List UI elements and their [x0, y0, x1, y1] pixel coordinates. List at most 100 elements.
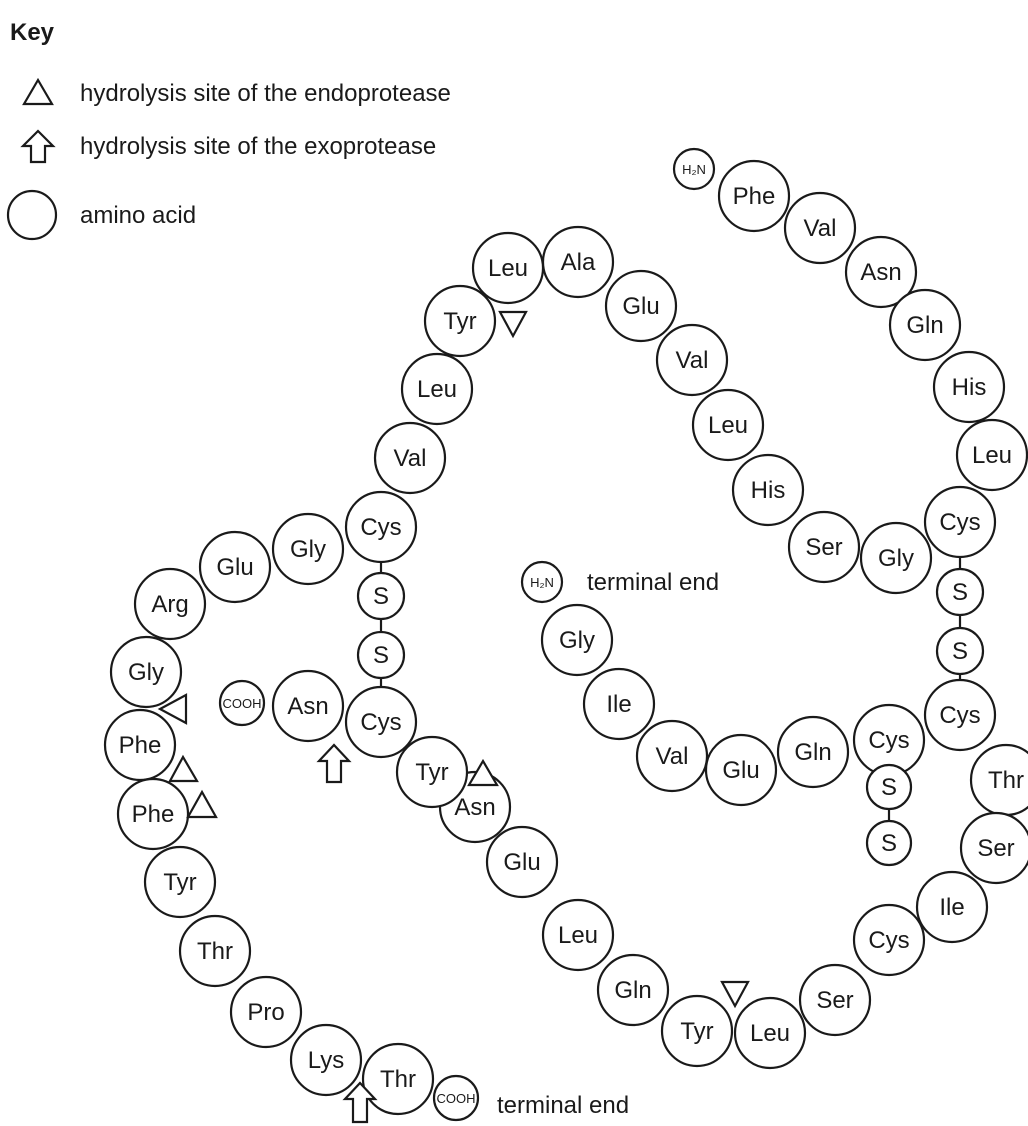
svg-text:Pro: Pro: [247, 999, 284, 1026]
svg-text:Gln: Gln: [794, 739, 831, 766]
endoprotease-sites: [157, 310, 750, 1009]
chain-a: H₂N terminal end Gly Ile Val Glu Gln Cys…: [218, 560, 1028, 1070]
amino-acid: Glu: [198, 530, 272, 604]
endoprotease-site-icon: [498, 310, 528, 339]
endoprotease-site-icon: [467, 758, 499, 787]
svg-text:Ser: Ser: [805, 534, 842, 561]
amino-acid: Gly: [540, 603, 614, 677]
chain-a-cooh-terminus: COOH: [218, 679, 266, 727]
svg-text:S: S: [373, 583, 389, 610]
amino-acid: Ser: [798, 963, 872, 1037]
svg-text:Thr: Thr: [380, 1066, 416, 1093]
svg-text:Cys: Cys: [939, 702, 980, 729]
svg-text:S: S: [952, 638, 968, 665]
exoprotease-arrow-icon: [20, 129, 56, 164]
svg-text:Cys: Cys: [939, 509, 980, 536]
svg-text:COOH: COOH: [223, 696, 262, 711]
amino-acid: Tyr: [423, 284, 497, 358]
svg-text:Thr: Thr: [988, 767, 1024, 794]
chain-b-cooh-terminus: COOH: [432, 1074, 480, 1122]
amino-acid: Gly: [271, 512, 345, 586]
amino-acid: His: [932, 350, 1006, 424]
svg-text:Tyr: Tyr: [163, 869, 196, 896]
amino-acid: Lys: [289, 1023, 363, 1097]
svg-text:Leu: Leu: [488, 255, 528, 282]
svg-text:Leu: Leu: [708, 412, 748, 439]
svg-text:Glu: Glu: [216, 554, 253, 581]
amino-acid: Cys: [923, 485, 997, 559]
amino-acid: Leu: [541, 898, 615, 972]
amino-acid: Leu: [471, 231, 545, 305]
amino-acid: Tyr: [395, 735, 469, 809]
amino-acid: Leu: [400, 352, 474, 426]
amino-acid: His: [731, 453, 805, 527]
svg-text:Phe: Phe: [132, 801, 175, 828]
svg-text:Val: Val: [804, 215, 837, 242]
svg-text:Ile: Ile: [606, 691, 631, 718]
sulfur-atom: S: [865, 763, 913, 811]
key-title: Key: [10, 19, 55, 46]
sulfur-atom: S: [865, 819, 913, 867]
amino-acid: Gln: [776, 715, 850, 789]
amino-acid: Glu: [704, 733, 778, 807]
amino-acid: Gln: [596, 953, 670, 1027]
endoprotease-site-icon: [186, 789, 218, 819]
svg-text:Gly: Gly: [290, 536, 326, 563]
svg-text:Leu: Leu: [972, 442, 1012, 469]
amino-acid: Phe: [717, 159, 791, 233]
amino-acid: Phe: [116, 777, 190, 851]
chain-a-h2n-terminus: H₂N: [520, 560, 564, 604]
svg-text:Ser: Ser: [816, 987, 853, 1014]
svg-text:Ala: Ala: [561, 249, 596, 276]
amino-acid: Ser: [959, 811, 1028, 885]
svg-text:Arg: Arg: [151, 591, 188, 618]
chain-b-h2n-terminus: H₂N: [672, 147, 716, 191]
svg-text:Cys: Cys: [868, 727, 909, 754]
chain-b-terminal-end-label: terminal end: [497, 1092, 629, 1119]
key-exoprotease-label: hydrolysis site of the exoprotease: [80, 133, 436, 160]
amino-acid: Ile: [915, 870, 989, 944]
svg-text:COOH: COOH: [437, 1091, 476, 1106]
svg-text:Cys: Cys: [360, 709, 401, 736]
svg-text:Cys: Cys: [360, 514, 401, 541]
svg-text:Ser: Ser: [977, 835, 1014, 862]
endoprotease-triangle-icon: [22, 77, 54, 106]
svg-text:Gly: Gly: [878, 545, 914, 572]
svg-text:Glu: Glu: [503, 849, 540, 876]
svg-text:Glu: Glu: [722, 757, 759, 784]
sulfur-atoms: S S S S S S: [356, 567, 985, 867]
svg-text:H₂N: H₂N: [682, 162, 706, 177]
amino-acid: Tyr: [143, 845, 217, 919]
svg-text:Gln: Gln: [906, 312, 943, 339]
amino-acid: Gly: [109, 635, 183, 709]
key-legend: Key hydrolysis site of the endoprotease …: [6, 19, 451, 241]
amino-acid: Ser: [787, 510, 861, 584]
amino-acid: Val: [655, 323, 729, 397]
sulfur-atom: S: [935, 567, 985, 617]
chain-a-terminal-end-label: terminal end: [587, 569, 719, 596]
amino-acid: Leu: [691, 388, 765, 462]
svg-text:His: His: [952, 374, 987, 401]
svg-text:S: S: [881, 774, 897, 801]
exoprotease-site-icon: [316, 743, 352, 784]
amino-acid-circle-icon: [6, 189, 58, 241]
svg-text:His: His: [751, 477, 786, 504]
amino-acid: Pro: [229, 975, 303, 1049]
amino-acid: Ala: [541, 225, 615, 299]
svg-text:Asn: Asn: [860, 259, 901, 286]
svg-text:S: S: [952, 579, 968, 606]
svg-text:Cys: Cys: [868, 927, 909, 954]
amino-acid: Glu: [604, 269, 678, 343]
svg-text:Leu: Leu: [558, 922, 598, 949]
svg-text:Val: Val: [676, 347, 709, 374]
key-amino-acid-label: amino acid: [80, 202, 196, 229]
amino-acid: Gly: [859, 521, 933, 595]
endoprotease-site-icon: [168, 754, 199, 783]
svg-text:Ile: Ile: [939, 894, 964, 921]
svg-text:Val: Val: [656, 743, 689, 770]
svg-text:Lys: Lys: [308, 1047, 344, 1074]
amino-acid: Cys: [852, 903, 926, 977]
svg-text:Tyr: Tyr: [415, 759, 448, 786]
sulfur-atom: S: [356, 571, 406, 621]
amino-acid: Cys: [344, 490, 418, 564]
